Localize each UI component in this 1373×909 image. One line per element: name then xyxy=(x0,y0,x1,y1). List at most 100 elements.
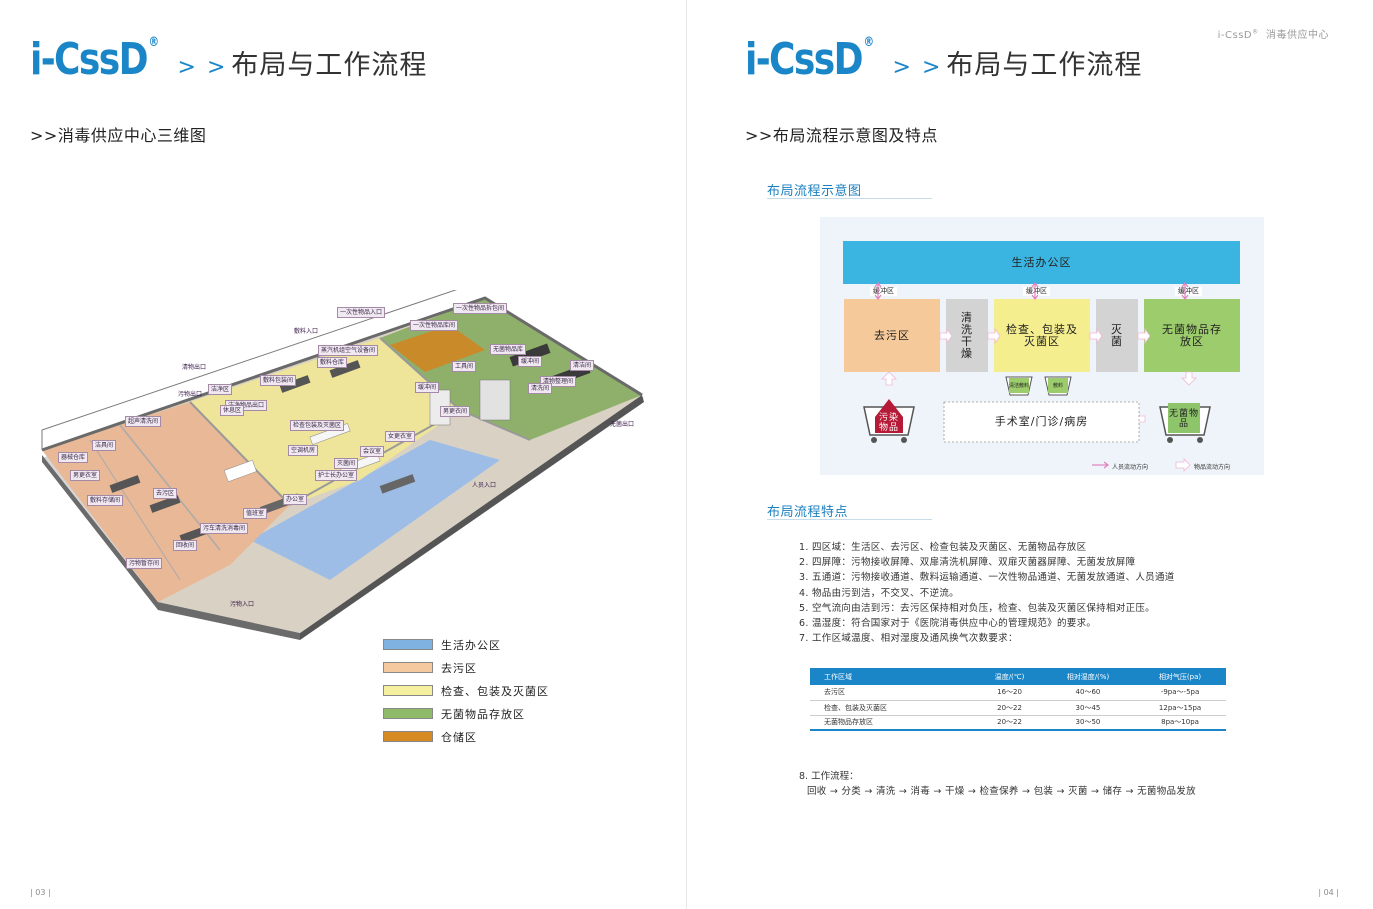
legend-swatch xyxy=(383,731,433,742)
legend-item: 生活办公区 xyxy=(383,633,549,656)
table-cell: 20～22 xyxy=(977,700,1042,716)
buffer-label: 缓冲区 xyxy=(1175,287,1202,296)
map-label: 清洁间 xyxy=(570,360,595,371)
map-label: 敷料入口 xyxy=(294,328,319,335)
subsection-underline xyxy=(767,198,932,199)
map-label: 无菌出口 xyxy=(610,421,635,428)
environment-requirements-table: 工作区域 温度/(℃) 相对湿度/(%) 相对气压(pa) 去污区 16～20 … xyxy=(810,668,1226,731)
map-label: 清物出口 xyxy=(182,364,207,371)
running-header: i-CssD® 消毒供应中心 xyxy=(1217,28,1329,41)
sterile-items-label: 无菌物品 xyxy=(1169,409,1200,429)
map-label: 值班室 xyxy=(243,508,268,519)
workflow-title: 8. 工作流程： xyxy=(799,771,859,782)
buffer-label: 缓冲区 xyxy=(1023,287,1050,296)
map-label: 洁具间 xyxy=(92,440,117,451)
feature-item: 4. 物品由污到洁，不交叉、不逆流。 xyxy=(799,587,959,599)
legend-swatch xyxy=(383,685,433,696)
map-label: 污物暂存间 xyxy=(126,558,163,569)
map-label: 回收间 xyxy=(173,540,198,551)
dirty-zone-box: 去污区 xyxy=(844,299,940,372)
page-title: > >布局与工作流程 xyxy=(177,50,428,81)
legend-item: 无菌物品存放区 xyxy=(383,702,549,725)
map-label: 敷料仓库 xyxy=(317,357,348,368)
map-label: 污物入口 xyxy=(230,601,255,608)
map-label: 污车清洗消毒间 xyxy=(200,523,249,534)
map-label: 洁净区 xyxy=(208,384,233,395)
table-cell: 30～50 xyxy=(1041,715,1135,731)
map-label: 灭菌间 xyxy=(334,458,359,469)
map-label: 器械仓库 xyxy=(58,452,89,463)
right-page: i-CssD® 消毒供应中心 i-CssD® > >布局与工作流程 >>布局流程… xyxy=(687,0,1373,909)
icssd-logo: i-CssD® xyxy=(745,34,875,85)
table-cell: 检查、包装及灭菌区 xyxy=(810,700,978,716)
legend-item: 去污区 xyxy=(383,656,549,679)
map-label: 休息区 xyxy=(220,405,245,416)
map-label: 清物整理间 xyxy=(540,376,577,387)
feature-item: 5. 空气流向由洁到污：去污区保持相对负压，检查、包装及灭菌区保持相对正压。 xyxy=(799,602,1155,614)
contaminated-items-label: 污染物品 xyxy=(878,413,899,433)
page-number: | 03 | xyxy=(30,888,51,897)
legend-people-flow: 人员流动方向 xyxy=(1112,464,1149,471)
legend-goods-flow: 物品流动方向 xyxy=(1194,464,1231,471)
section-heading-layout: >>布局流程示意图及特点 xyxy=(745,126,938,145)
layout-flow-diagram: 生活办公区 缓冲区 缓冲区 缓冲区 去污区 清洗干燥 检查、包装及灭菌区 灭菌 … xyxy=(820,217,1264,475)
sterile-store-box: 无菌物品存放区 xyxy=(1144,299,1240,372)
page-number: | 04 | xyxy=(1318,888,1339,897)
map-label: 一次性物品入口 xyxy=(337,307,386,318)
left-page: i-CssD® > >布局与工作流程 >>消毒供应中心三维图 xyxy=(0,0,686,909)
table-header: 温度/(℃) xyxy=(977,668,1042,685)
features-list: 1. 四区域：生活区、去污区、检查包装及灭菌区、无菌物品存放区 2. 四屏障：污… xyxy=(799,540,1175,646)
zone-legend: 生活办公区 去污区 检查、包装及灭菌区 无菌物品存放区 仓储区 xyxy=(383,633,549,748)
subsection-diagram-title: 布局流程示意图 xyxy=(767,184,862,199)
dressing-label: 敷料 xyxy=(1052,383,1063,389)
table-header: 工作区域 xyxy=(810,668,978,685)
map-label: 检查包装及灭菌区 xyxy=(290,420,345,431)
map-label: 空调机房 xyxy=(288,445,319,456)
wash-dry-box: 清洗干燥 xyxy=(946,299,988,372)
table-header-row: 工作区域 温度/(℃) 相对湿度/(%) 相对气压(pa) xyxy=(810,668,1226,685)
map-label: 会议室 xyxy=(360,446,385,457)
map-label: 超声清洗间 xyxy=(125,416,162,427)
clean-dressing-label: 清洁敷料 xyxy=(1009,383,1030,389)
map-label: 女更衣室 xyxy=(385,431,416,442)
book-spine xyxy=(686,0,687,909)
pack-sterile-zone-box: 检查、包装及灭菌区 xyxy=(994,299,1090,372)
table-cell: 8pa～10pa xyxy=(1134,715,1226,731)
map-label: 缓冲间 xyxy=(415,382,440,393)
map-label: 护士长办公室 xyxy=(315,470,358,481)
subsection-underline xyxy=(767,519,932,520)
subsection-features-title: 布局流程特点 xyxy=(767,505,849,520)
brand-header-left: i-CssD® > >布局与工作流程 xyxy=(30,36,428,82)
map-label: 办公室 xyxy=(283,494,308,505)
buffer-label: 缓冲区 xyxy=(870,287,897,296)
map-label: 蒸汽机组空气设备间 xyxy=(318,345,379,356)
legend-swatch xyxy=(383,639,433,650)
map-label: 工具间 xyxy=(452,361,477,372)
table-cell: 12pa～15pa xyxy=(1134,700,1226,716)
table-row: 去污区 16～20 40～60 -9pa～-5pa xyxy=(810,685,1226,701)
table-cell: 20～22 xyxy=(977,715,1042,731)
workflow-steps: 回收 → 分类 → 清洗 → 消毒 → 干燥 → 检查保养 → 包装 → 灭菌 … xyxy=(807,786,1196,797)
table-header: 相对气压(pa) xyxy=(1134,668,1226,685)
flow-arrows xyxy=(863,282,1211,472)
table-cell: 16～20 xyxy=(977,685,1042,701)
legend-swatch xyxy=(383,662,433,673)
feature-item: 6. 温湿度：符合国家对于《医院消毒供应中心的管理规范》的要求。 xyxy=(799,618,1097,630)
table-cell: 无菌物品存放区 xyxy=(810,715,978,731)
map-label: 男更衣室 xyxy=(70,470,101,481)
feature-item: 2. 四屏障：污物接收屏障、双扉清洗机屏障、双扉灭菌器屏障、无菌发放屏障 xyxy=(799,557,1136,569)
map-label: 污物出口 xyxy=(178,391,203,398)
table-cell: 30～45 xyxy=(1041,700,1135,716)
office-zone-box: 生活办公区 xyxy=(843,241,1240,284)
legend-item: 检查、包装及灭菌区 xyxy=(383,679,549,702)
map-label: 无菌物品库 xyxy=(490,344,527,355)
feature-item: 1. 四区域：生活区、去污区、检查包装及灭菌区、无菌物品存放区 xyxy=(799,542,1087,553)
section-heading-3d: >>消毒供应中心三维图 xyxy=(30,126,207,145)
sterilize-box: 灭菌 xyxy=(1096,299,1138,372)
map-label: 一次性物品库间 xyxy=(410,320,459,331)
feature-item: 3. 五通道：污物接收通道、敷料运输通道、一次性物品通道、无菌发放通道、人员通道 xyxy=(799,572,1175,584)
brand-header-right: i-CssD® > >布局与工作流程 xyxy=(745,34,1142,85)
feature-item: 7. 工作区域温度、相对湿度及通风换气次数要求： xyxy=(799,633,1018,645)
ward-box: 手术室/门诊/病房 xyxy=(994,415,1089,428)
map-label: 清洗间 xyxy=(528,383,553,394)
